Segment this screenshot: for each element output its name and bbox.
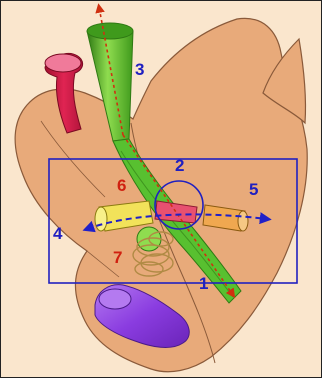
purple-shape-highlight [99,289,131,309]
label-3: 3 [135,60,144,79]
green-tube-opening [87,23,133,39]
label-7: 7 [113,248,122,267]
orange-tube-end [238,211,248,231]
crimson-tube-opening [45,54,81,72]
label-1: 1 [199,274,208,293]
label-6: 6 [117,176,126,195]
label-2: 2 [175,156,184,175]
yellow-tube-end [95,207,107,231]
label-5: 5 [249,180,258,199]
label-4: 4 [53,224,63,243]
